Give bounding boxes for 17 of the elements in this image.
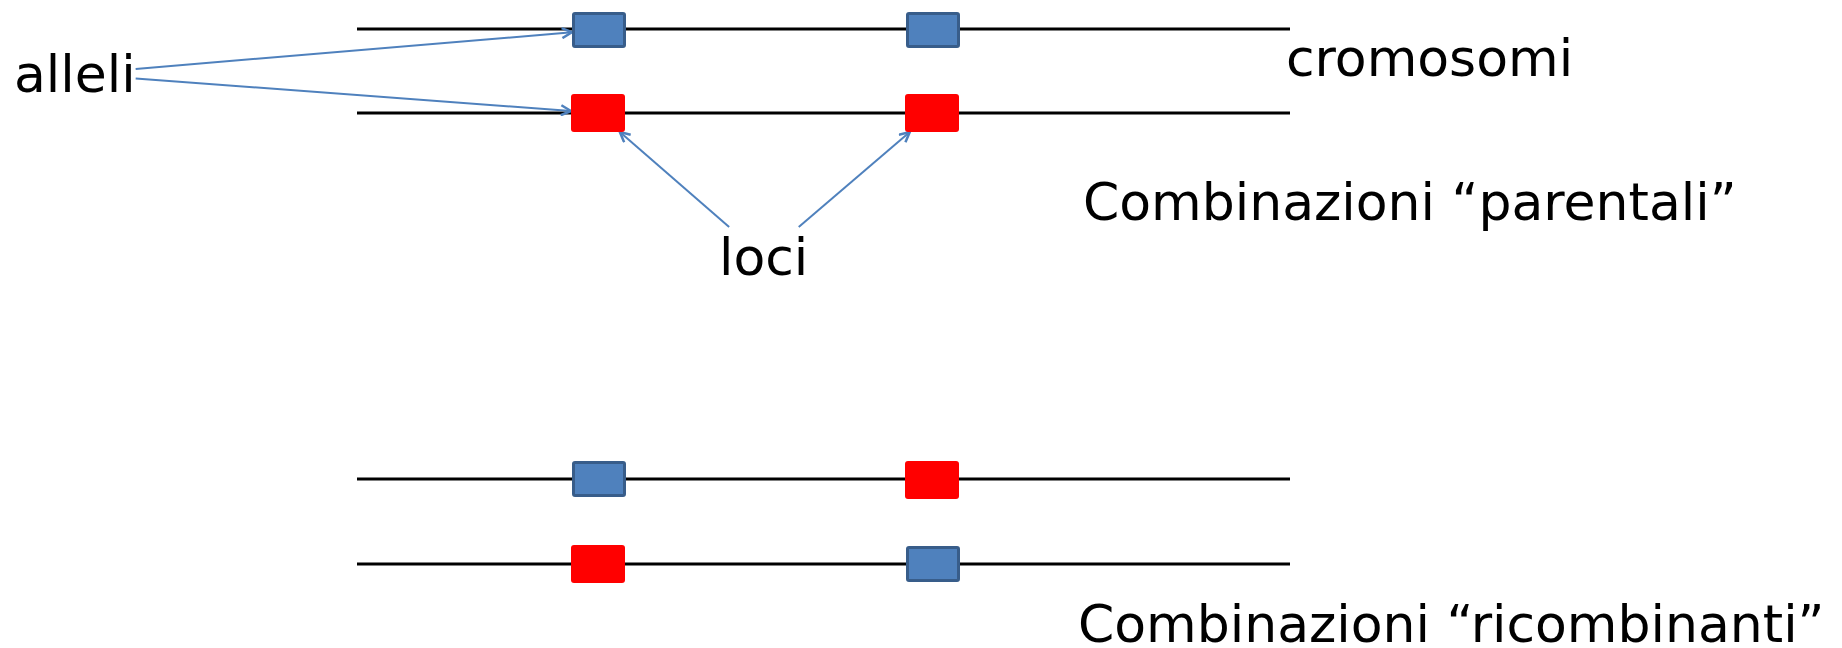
allele-block: [572, 12, 626, 48]
allele-block: [905, 461, 959, 499]
leader-line: [134, 77, 573, 117]
combination-label: Combinazioni “ricombinanti”: [1078, 594, 1825, 648]
allele-block: [571, 94, 625, 132]
allele-block: [906, 546, 960, 582]
combination-label: Combinazioni “parentali”: [1083, 172, 1737, 232]
leader-line: [797, 130, 912, 228]
leader-line: [618, 130, 731, 228]
allele-block: [906, 12, 960, 48]
allele-block: [571, 545, 625, 583]
chromosome-label: cromosomi: [1286, 28, 1574, 88]
allele-block: [905, 94, 959, 132]
callout-text: alleli: [14, 44, 136, 104]
leader-line: [134, 26, 574, 70]
callout-text: loci: [719, 227, 809, 287]
allele-block: [572, 461, 626, 497]
